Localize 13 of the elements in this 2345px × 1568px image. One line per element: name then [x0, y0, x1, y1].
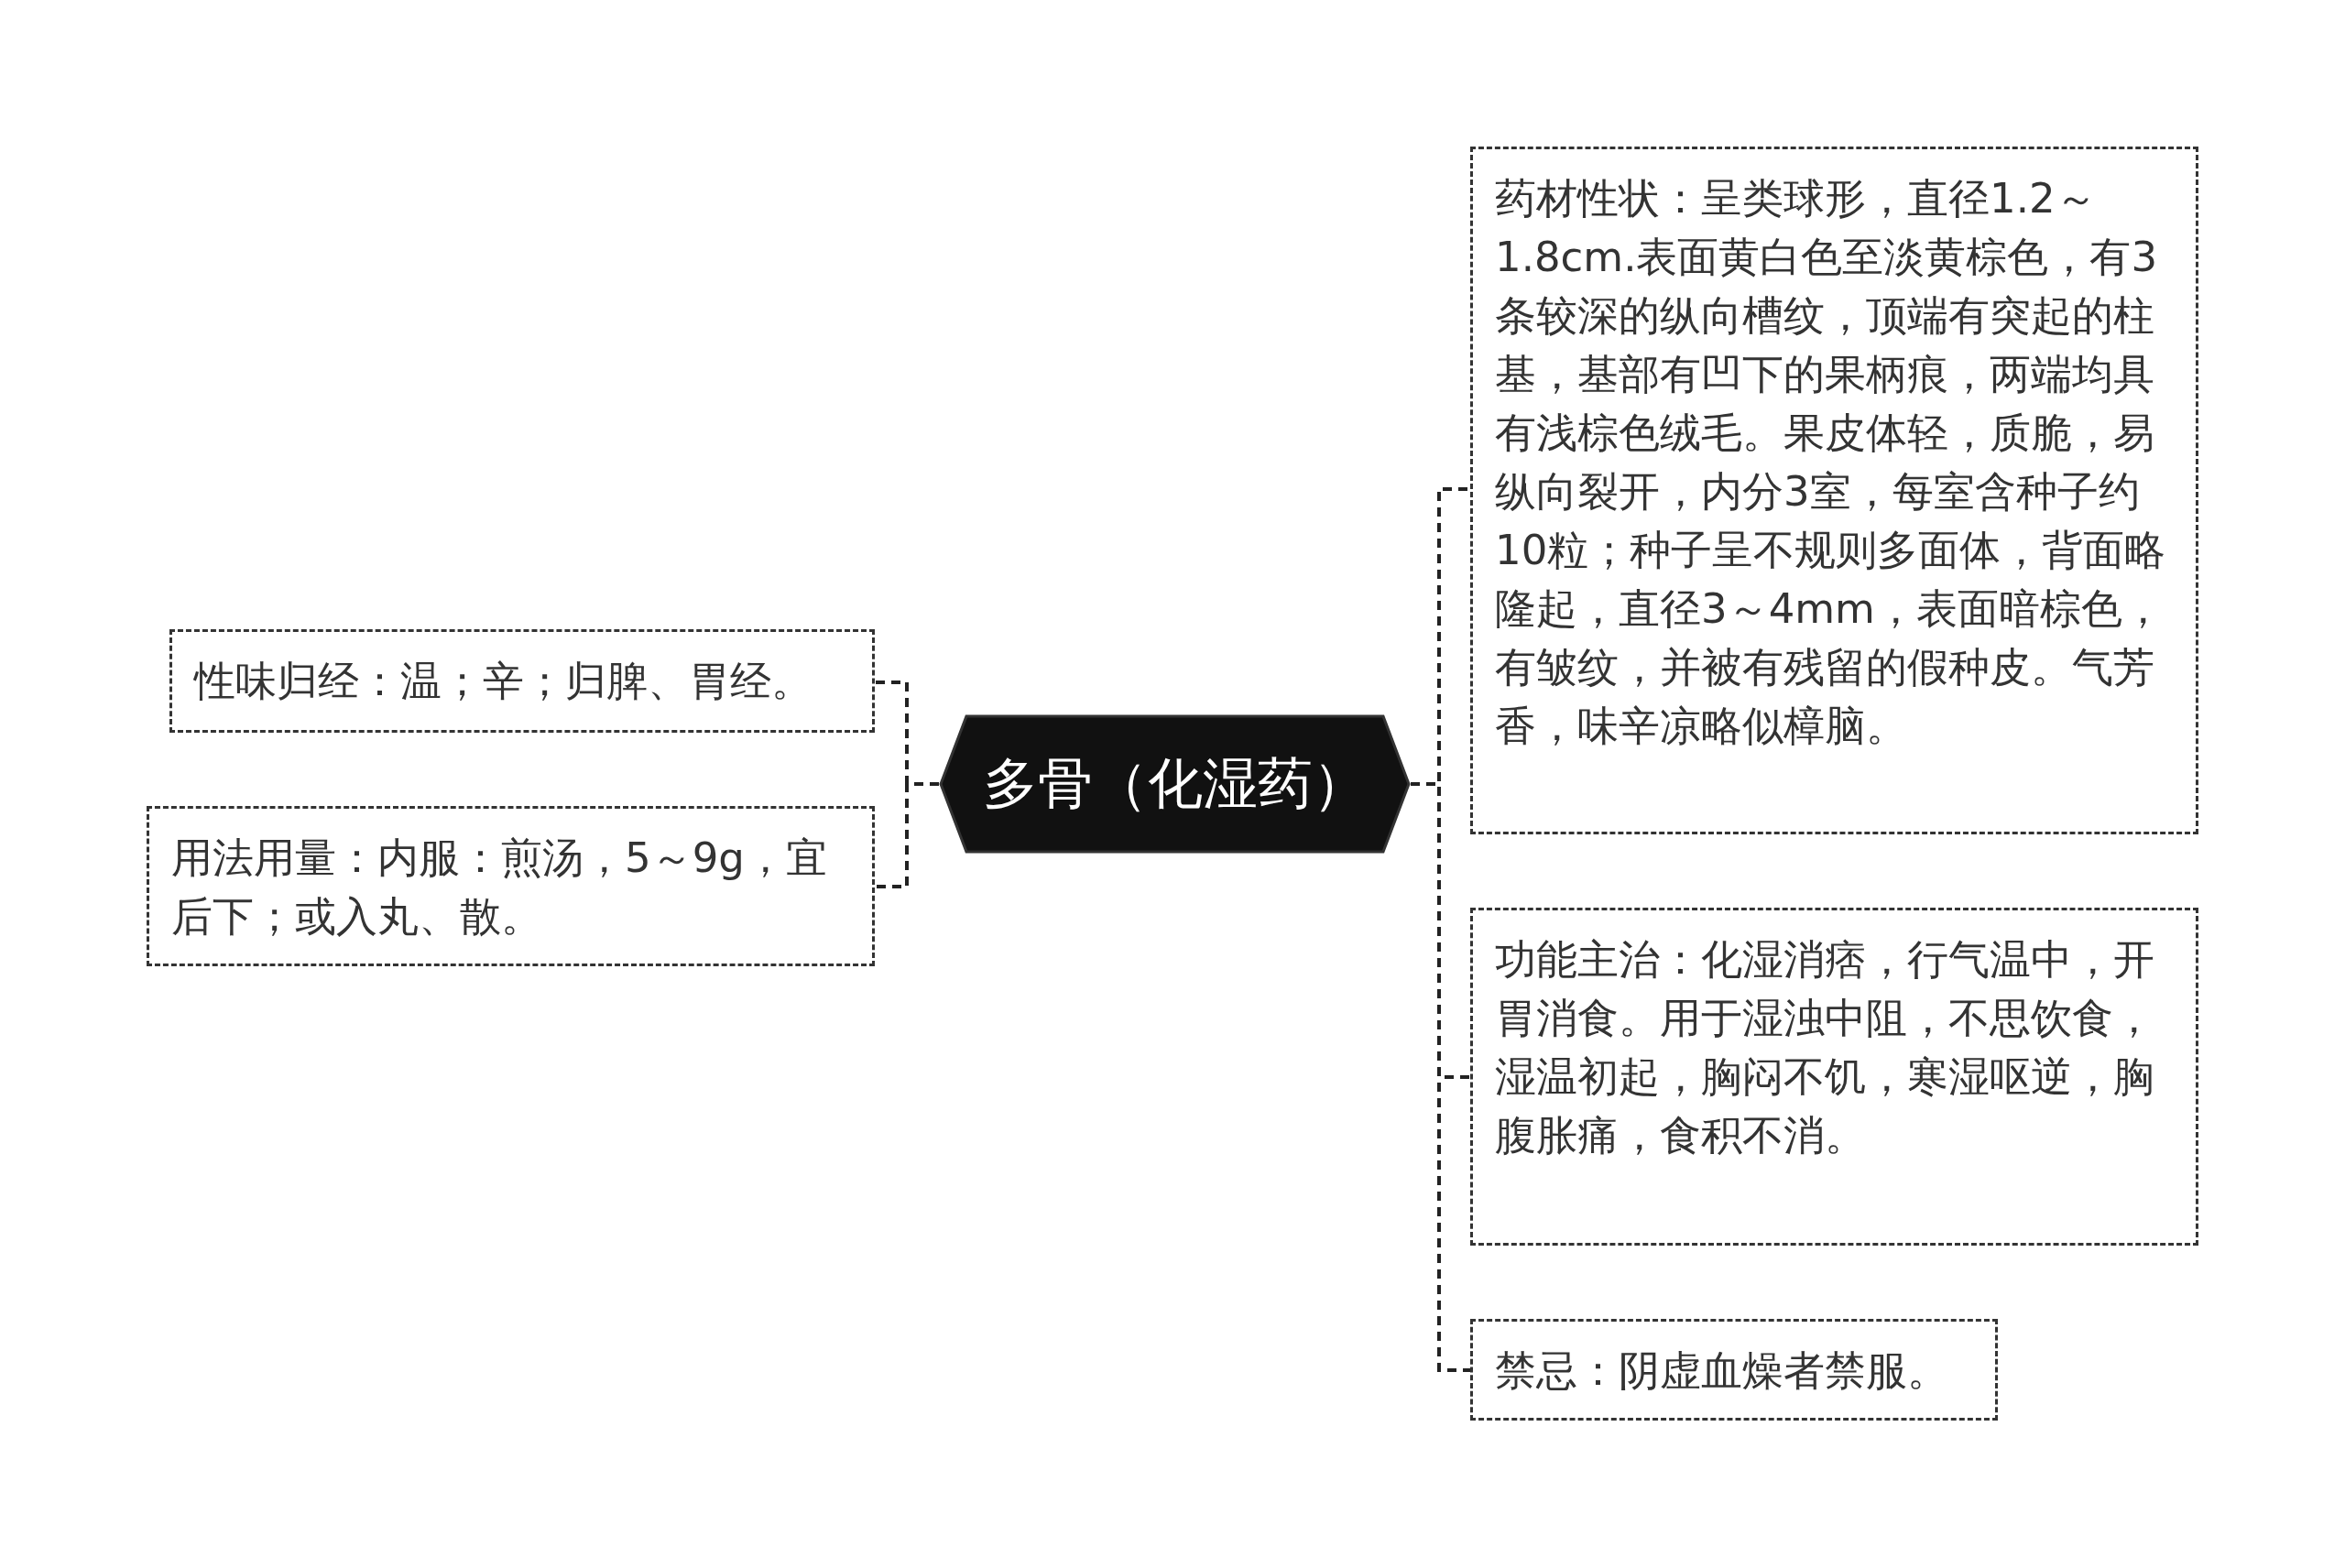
connector-line: [875, 782, 939, 888]
text-box: [147, 806, 875, 966]
box-text: 禁忌：阴虚血燥者禁服。: [1495, 1346, 1948, 1395]
box-text: 药材性状：呈类球形，直径1.2～1.8cm.表面黄白色至淡黄棕色，有3条较深的纵向槽纹，顶端有突起的柱基，基部有凹下的果柄痕，两端均具有浅棕色绒毛。果皮体轻，质脆，易纵向裂开，内分3室，每室含种子约10粒；种子呈不规则多面体，背面略隆起，直径3～4mm，表面暗棕色，有皱纹，并被有残留的假种皮。气芳香，味辛凉略似樟脑。: [1495, 174, 2166, 750]
text-box: [1470, 1319, 1998, 1421]
box-text: 性味归经：温；辛；归脾、胃经。: [194, 657, 813, 705]
text-box: [1470, 908, 2198, 1246]
topic-hexagon: [939, 714, 1411, 854]
box-text: 功能主治：化湿消痞，行气温中，开胃消食。用于湿浊中阻，不思饮食，湿温初起，胸闷不饥，寒湿呕逆，胸腹胀痛，食积不消。: [1495, 935, 2154, 1160]
text-box: [169, 629, 875, 733]
text-box: [1470, 147, 2198, 834]
topic-text: 多骨（化湿药）: [982, 749, 1368, 817]
box-text: 用法用量：内服：煎汤，5～9g，宜后下；或入丸、散。: [171, 833, 827, 941]
